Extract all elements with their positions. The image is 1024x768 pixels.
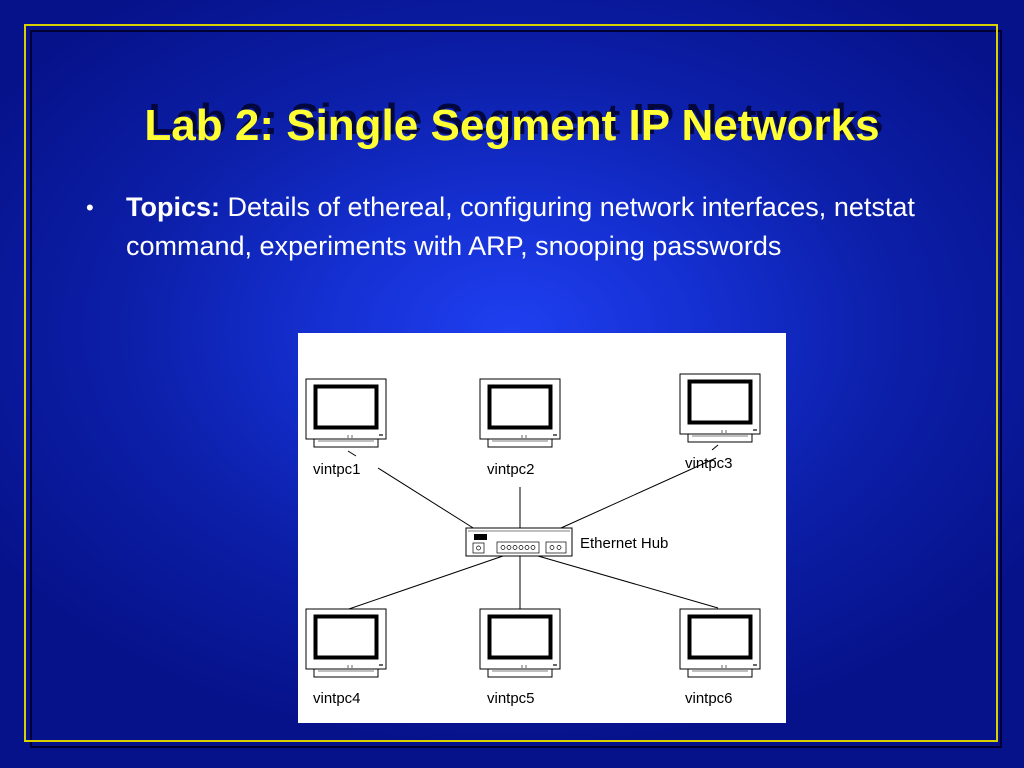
computer-label-vintpc3: vintpc3 xyxy=(685,455,733,472)
hub-label: Ethernet Hub xyxy=(580,535,668,552)
computer-icon-vintpc4 xyxy=(304,607,388,679)
computer-icon-vintpc3 xyxy=(678,372,762,444)
computer-icon-vintpc1 xyxy=(304,377,388,449)
cable-vintpc4 xyxy=(342,555,504,612)
frame-shadow xyxy=(30,30,1002,748)
computer-icon-vintpc5 xyxy=(478,607,562,679)
computer-icon-vintpc2 xyxy=(478,377,562,449)
ethernet-hub-icon xyxy=(465,527,573,557)
bullet-dot-icon: • xyxy=(86,195,94,220)
computer-icon-vintpc6 xyxy=(678,607,762,679)
bullet-item: • Topics: Details of ethereal, configuri… xyxy=(86,188,946,266)
bullet-body: Details of ethereal, configuring network… xyxy=(126,192,915,261)
cable-vintpc1 xyxy=(377,467,479,532)
computer-label-vintpc6: vintpc6 xyxy=(685,690,733,707)
computer-label-vintpc1: vintpc1 xyxy=(313,461,361,478)
cable-stub-vintpc3 xyxy=(711,444,719,451)
cable-vintpc3 xyxy=(560,457,717,529)
network-diagram-svg: vintpc1 vintpc2 vintpc3 Ethernet Hub vin… xyxy=(304,372,762,707)
slide-title-shadow: Lab 2: Single Segment IP Networks xyxy=(148,95,884,144)
bullet-label: Topics: xyxy=(126,192,220,222)
bullet-text: Topics: Details of ethereal, configuring… xyxy=(126,188,946,266)
computer-label-vintpc2: vintpc2 xyxy=(487,461,535,478)
cable-stub-vintpc1 xyxy=(347,450,357,457)
computer-label-vintpc4: vintpc4 xyxy=(313,690,361,707)
slide-frame xyxy=(24,24,998,742)
cable-vintpc6 xyxy=(537,555,719,609)
slide-title: Lab 2: Single Segment IP Networks xyxy=(144,101,880,150)
network-diagram: vintpc1 vintpc2 vintpc3 Ethernet Hub vin… xyxy=(298,333,786,723)
computer-label-vintpc5: vintpc5 xyxy=(487,690,535,707)
